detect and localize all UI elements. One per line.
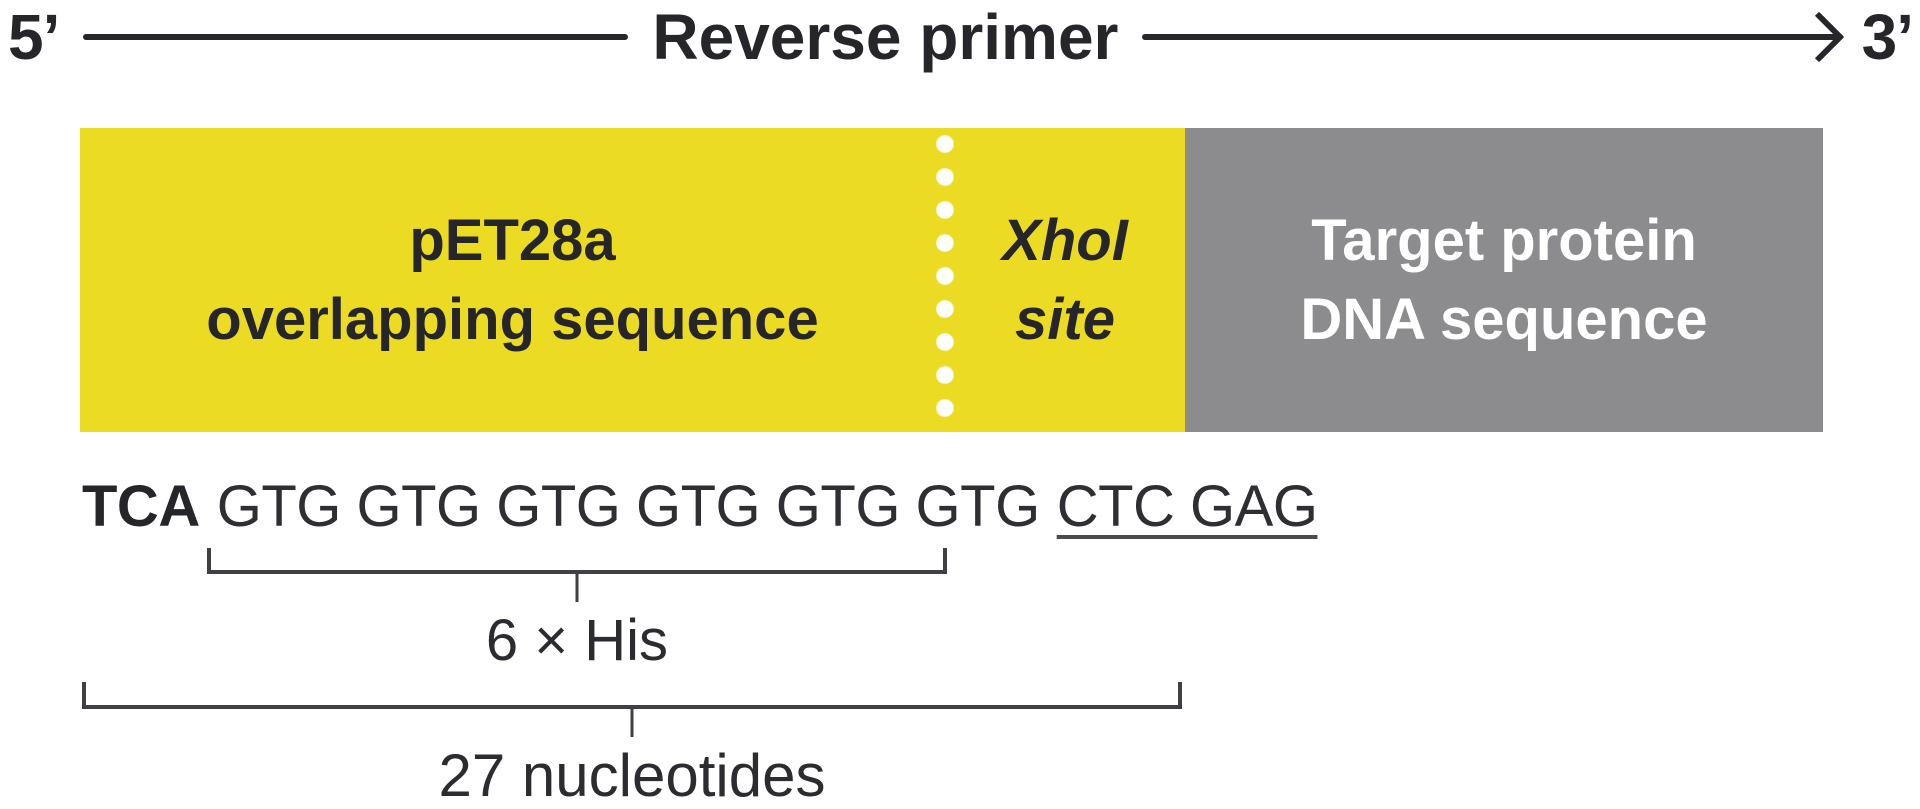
xhoi-site-label-line2: site [1015,287,1115,352]
pet28a-overlap-label-line2: overlapping sequence [206,287,819,352]
target-dna-label-line1: Target protein [1311,208,1697,273]
pet28a-overlap-label-line1: pET28a [409,208,616,273]
segment-xhoi-site: XhoI site [936,128,1185,432]
sequence-xhoi-site: CTC GAG [1056,474,1318,539]
total-length-bracket-label: 27 nucleotides [438,742,826,809]
reverse-primer-title: Reverse primer [652,1,1119,73]
dotted-divider [936,128,954,432]
target-dna-label-line2: DNA sequence [1300,287,1708,352]
sequence-his-repeats: GTG GTG GTG GTG GTG GTG [216,474,1041,539]
arrow-right-icon [1793,11,1845,63]
sequence-pet28a-part: TCA [82,474,200,539]
primer-direction-row: 5’ Reverse primer 3’ [8,1,1914,73]
segment-target-dna: Target protein DNA sequence [1185,128,1823,432]
primer-bar: pET28a overlapping sequence XhoI site Ta… [80,128,1823,432]
reverse-primer-line-left [83,34,629,40]
xhoi-site-label-line1: XhoI [1002,208,1128,273]
his-tag-bracket [207,548,947,574]
reverse-primer-line-right [1142,11,1845,63]
his-tag-bracket-label: 6 × His [485,608,669,673]
total-length-bracket [82,682,1182,709]
segment-pet28a-overlap: pET28a overlapping sequence [80,128,945,432]
five-prime-label: 5’ [8,1,60,73]
primer-sequence-row: TCA GTG GTG GTG GTG GTG GTG CTC GAG [82,474,1318,539]
three-prime-label: 3’ [1861,1,1914,73]
